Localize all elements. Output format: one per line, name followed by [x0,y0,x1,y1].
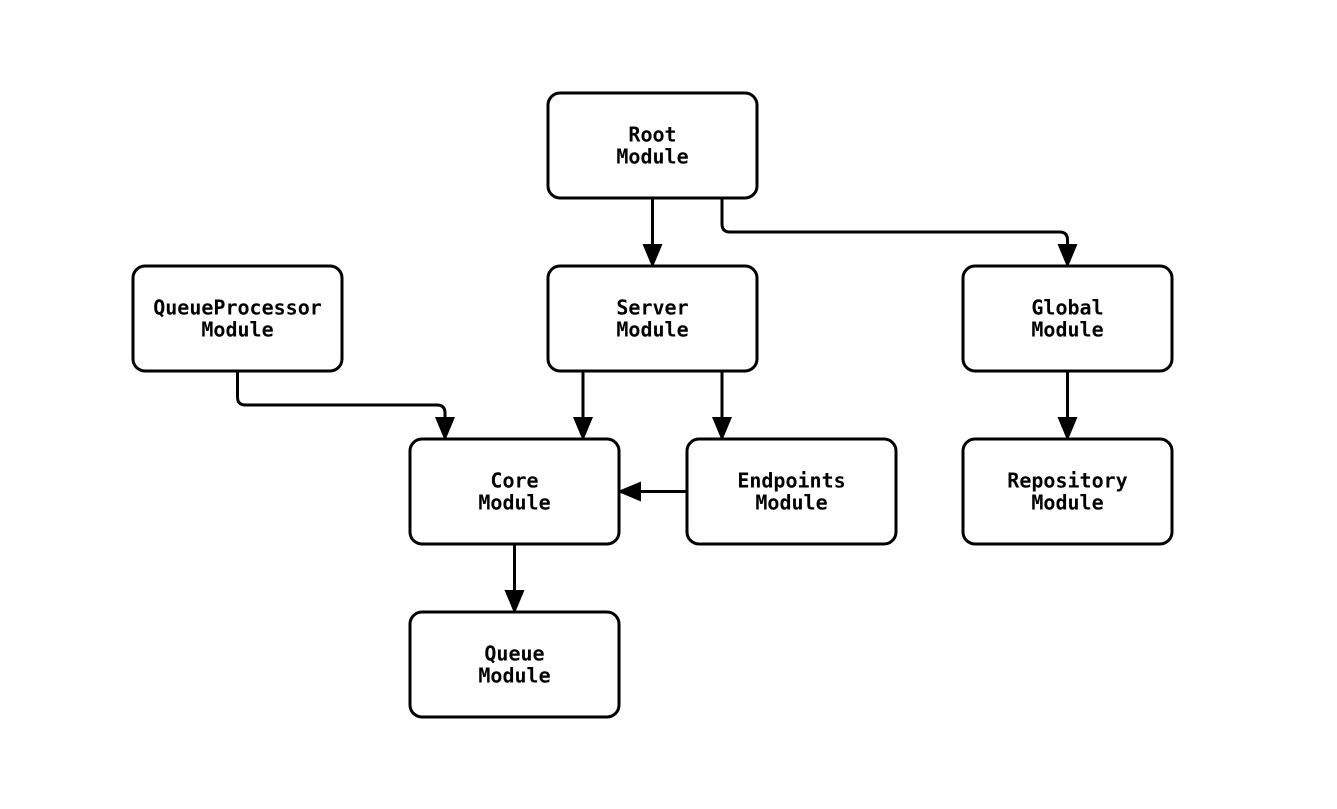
node-box-global-module [961,264,1174,373]
node-label-queueprocessor-module-line1: QueueProcessor [153,296,322,320]
node-label-core-module-line1: Core [490,469,538,493]
node-label-root-module-line2: Module [616,145,688,169]
node-box-root-module [546,91,759,200]
edge-queueprocessor-module-to-core-module [236,371,455,441]
node-label-queue-module-line1: Queue [484,642,544,666]
node-label-global-module-line1: Global [1031,296,1103,320]
node-box-queue-module [408,610,621,719]
node-label-server-module-line1: Server [616,296,688,320]
node-box-queueprocessor-module [131,264,344,373]
node-label-global-module-line2: Module [1031,318,1103,342]
node-label-repository-module-line1: Repository [1007,469,1127,493]
node-label-endpoints-module-line1: Endpoints [737,469,845,493]
node-box-repository-module [961,437,1174,546]
node-label-repository-module-line2: Module [1031,491,1103,515]
node-box-core-module [408,437,621,546]
node-label-root-module-line1: Root [628,123,676,147]
node-label-server-module-line2: Module [616,318,688,342]
edge-root-module-to-global-module [720,198,1078,268]
node-label-core-module-line2: Module [478,491,550,515]
node-label-queueprocessor-module-line2: Module [201,318,273,342]
node-box-server-module [546,264,759,373]
node-label-queue-module-line2: Module [478,664,550,688]
node-box-endpoints-module [685,437,898,546]
node-label-endpoints-module-line2: Module [755,491,827,515]
